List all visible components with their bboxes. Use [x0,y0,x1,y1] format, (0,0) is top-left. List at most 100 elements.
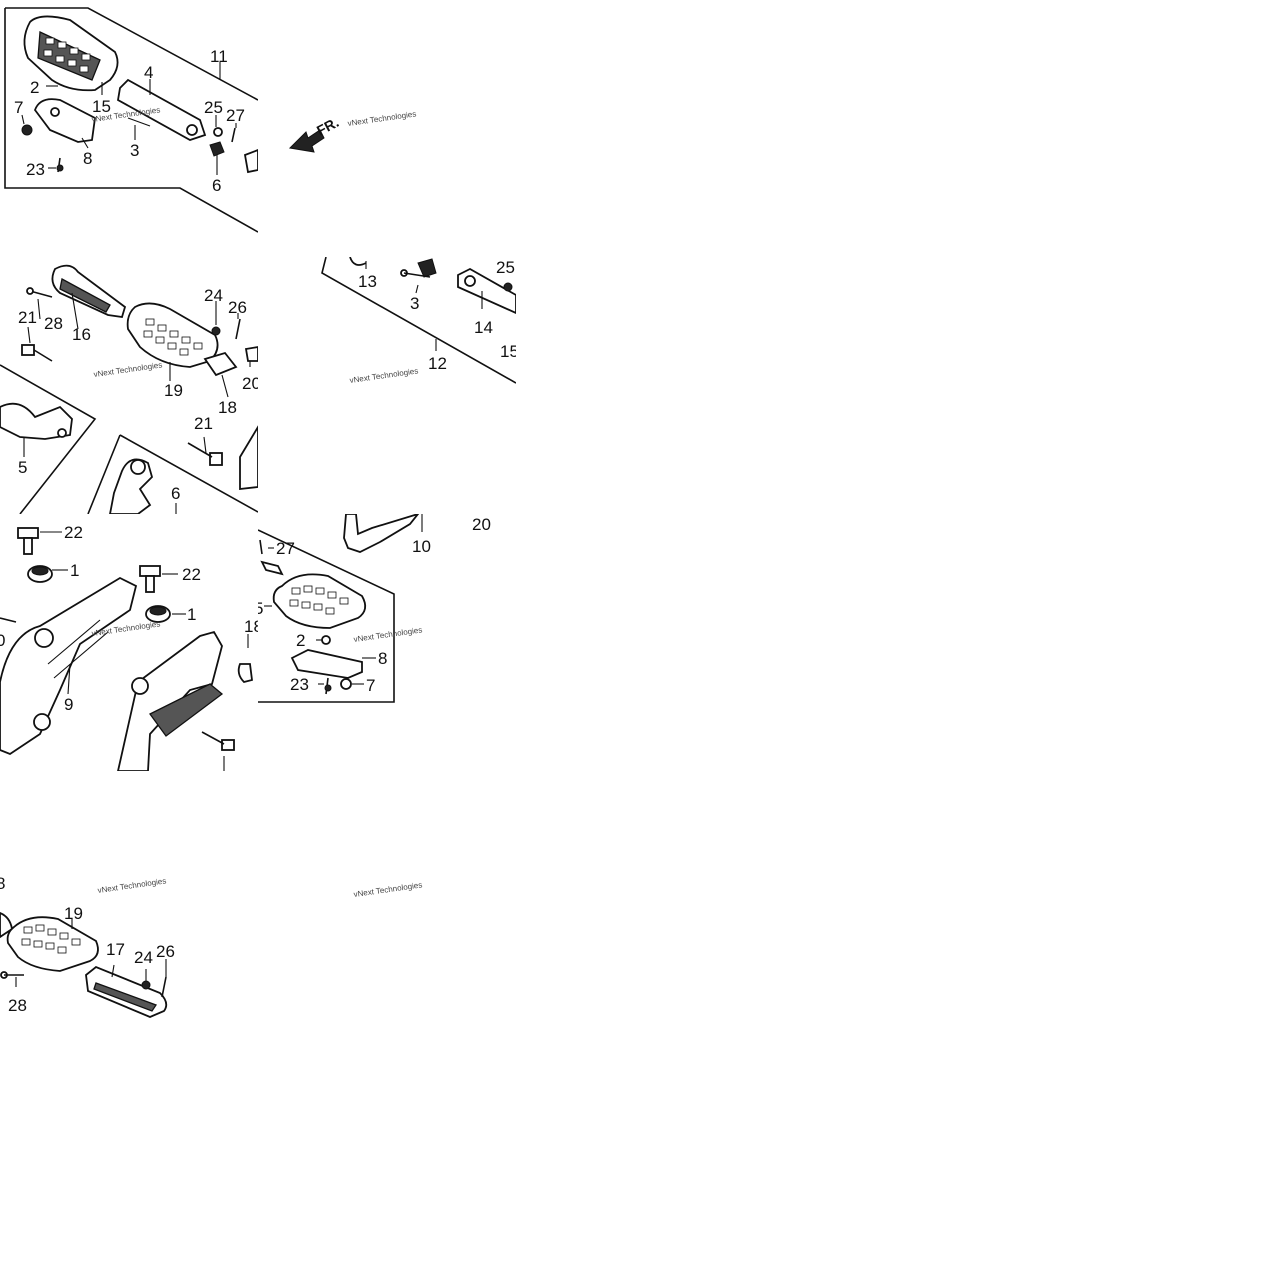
tile-front-arrow: FR. vNext Technologies [258,0,516,235]
callout-6: 6 [212,176,221,195]
footpeg-16 [51,264,127,319]
tile-footpeg-front-left: 11 4 2 15 25 27 7 3 8 6 23 vNext Technol… [0,0,258,235]
tile-frame-brackets: 22 1 22 1 0 9 18 vNext Technologies [0,514,258,771]
callout-24: 24 [134,948,153,967]
collar-20 [244,346,258,362]
callout-23: 23 [290,675,309,694]
callout-13: 13 [358,272,377,291]
callout-20: 20 [242,374,258,393]
bolt-21 [21,344,53,362]
callout-9: 9 [64,695,73,714]
spring-clip [417,258,437,278]
watermark: vNext Technologies [349,366,419,385]
pin-3 [400,269,431,278]
callout-28: 28 [8,996,27,1015]
callout-18: 18 [244,617,258,636]
washer-18-fragment [237,663,253,683]
callout-23: 23 [26,160,45,179]
cotter-pin-27 [259,539,263,555]
pin-3 [127,117,151,127]
footpeg-17 [85,965,168,1018]
callout-16: 16 [72,325,91,344]
frame-edge [321,257,516,384]
callout-20: 20 [472,515,491,534]
callout-12: 12 [428,354,447,373]
callout-11: 11 [210,47,228,66]
watermark: vNext Technologies [97,876,167,895]
callout-6b: 6 [171,484,180,503]
callout-25: 25 [204,98,223,117]
footpeg-bar [117,78,207,141]
callout-18: 18 [218,398,237,417]
watermark: vNext Technologies [93,360,163,379]
bracket-8 [290,649,363,679]
front-arrow-icon [288,129,325,153]
footpeg-rubber [23,15,119,92]
footpeg-rubber-19 [126,302,219,368]
tile-footpeg-rear-left: 24 26 21 28 16 19 20 18 5 21 6 vNext Tec… [0,257,258,514]
callout-1: 1 [70,561,79,580]
frame-left [0,364,97,514]
callout-7: 7 [14,98,23,117]
collar-2 [321,635,331,645]
part-13 [349,257,367,266]
spring-6 [209,141,225,157]
callout-2: 2 [296,631,305,650]
bushing-1 [27,565,53,583]
callout-22b: 22 [182,565,201,584]
frame-bracket-9 [0,576,138,756]
tile-footpeg-rod: 13 25 3 14 12 15 vNext Technologies [258,257,516,385]
callout-19: 19 [164,381,183,400]
tile-b-drawing: 24 26 21 28 16 19 20 18 5 21 6 vNext Tec… [0,264,258,514]
part-fragment [260,560,284,576]
cotter-pin-27 [231,127,236,143]
tile-c-drawing: 13 25 3 14 12 15 vNext Technologies [321,257,516,385]
callout-7: 7 [366,676,375,695]
callout-2: 2 [30,78,39,97]
callout-5: 5 [258,599,263,618]
frame-bracket-right [117,630,224,771]
tile-a2-drawing: FR. vNext Technologies [288,109,417,153]
callout-0: 0 [0,631,5,650]
callout-8: 8 [378,649,387,668]
frame-top-edge [5,7,258,101]
callout-4: 4 [144,63,153,82]
bolt-lower [201,731,235,751]
bracket-6 [109,458,154,514]
cut-part-edge [243,149,258,174]
cut-part-edge [239,425,258,491]
frame-bottom-edge [4,8,258,233]
callout-8: 8 [83,149,92,168]
bracket-5 [0,402,73,440]
footpeg-bracket [33,98,96,143]
callout-27: 27 [276,539,295,558]
frame-lower [119,434,258,513]
tile-d-drawing: 22 1 22 1 0 9 18 vNext Technologies [0,523,258,771]
callout-14: 14 [474,318,493,337]
frame-box [258,529,395,703]
watermark: vNext Technologies [353,625,423,644]
callout-25: 25 [496,258,515,277]
washer-24 [211,326,221,336]
callout-19: 19 [64,904,83,923]
tile-e-drawing: 27 5 2 8 23 7 vNext Technologies [258,529,423,703]
bracket-10 [343,514,420,553]
bolt-22b [139,565,161,593]
callout-15: 15 [92,97,111,116]
callout-5: 5 [18,458,27,477]
watermark: vNext Technologies [347,109,417,128]
tile-g-drawing: 8 19 17 24 26 28 vNext Technologies [0,874,175,1018]
cotter-pin-26 [235,318,241,340]
footpeg-rubber-19 [6,916,99,972]
watermark: vNext Technologies [353,880,423,899]
callout-26: 26 [228,298,247,317]
tile-f-drawing: 10 20 [343,514,491,556]
bolt-21b [187,442,223,466]
tile-a-drawing: 11 4 2 15 25 27 7 3 8 6 23 vNext Technol… [4,7,258,233]
bolt-fragment [0,617,17,623]
callout-27: 27 [226,106,245,125]
washer-25 [503,282,513,292]
callout-10: 10 [412,537,431,556]
tile-footpeg-rear-right: 8 19 17 24 26 28 vNext Technologies [0,857,258,1028]
callout-21: 21 [18,308,37,327]
